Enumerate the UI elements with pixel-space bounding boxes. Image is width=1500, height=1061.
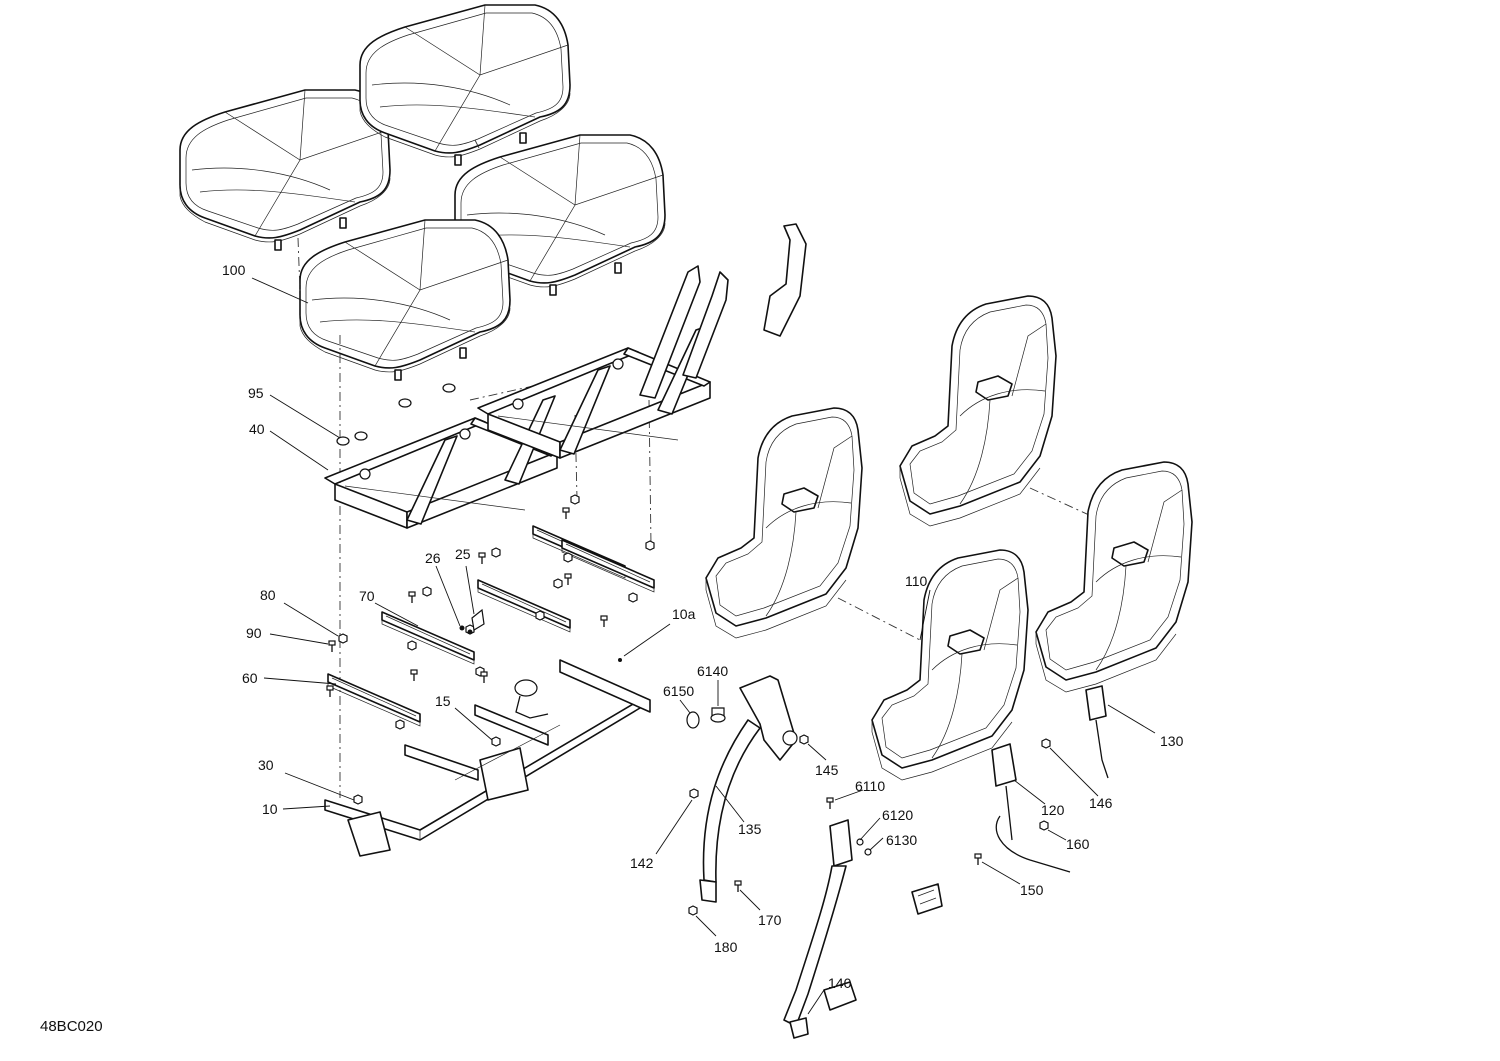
slider-rail-right-outer: [477, 579, 571, 633]
seat-base-frame: [324, 659, 651, 857]
callout-60: 60: [242, 670, 258, 686]
callout-labels: 100 95 40 26 25 80 70 90 60 15 30 10 10a…: [222, 262, 1184, 991]
diagram-code: 48BC020: [40, 1018, 103, 1035]
callout-180: 180: [714, 939, 738, 955]
backrest-bracket-a: [639, 265, 701, 399]
bucket-seat-rear-left: [705, 407, 863, 639]
callout-95: 95: [248, 385, 264, 401]
buckle-130: [1085, 685, 1109, 779]
slider-rail-left-outer: [327, 673, 421, 727]
callout-90: 90: [246, 625, 262, 641]
seat-belt-140: [783, 819, 857, 1039]
callout-30: 30: [258, 757, 274, 773]
bolt-145: [799, 734, 809, 745]
callout-6110: 6110: [855, 778, 885, 794]
seat-belt-135: [699, 675, 798, 903]
nut-160: [1039, 820, 1049, 831]
clip-10a: [618, 658, 622, 662]
callout-135: 135: [738, 821, 762, 837]
callout-146: 146: [1089, 795, 1113, 811]
callout-10a: 10a: [672, 606, 696, 622]
nut-146: [1041, 738, 1051, 749]
callout-6130: 6130: [886, 832, 917, 848]
callout-6140: 6140: [697, 663, 728, 679]
callout-40: 40: [249, 421, 265, 437]
callout-170: 170: [758, 912, 782, 928]
callout-120: 120: [1041, 802, 1065, 818]
seat-sensor-15: [514, 679, 549, 719]
callout-100: 100: [222, 262, 246, 278]
callout-142: 142: [630, 855, 654, 871]
backrest-bracket-c: [763, 223, 807, 337]
clip-26: [459, 625, 473, 635]
callout-26: 26: [425, 550, 441, 566]
bucket-seat-rear-right: [899, 295, 1057, 527]
connector-plate: [911, 883, 943, 915]
callout-25: 25: [455, 546, 471, 562]
callout-160: 160: [1066, 836, 1090, 852]
bumper-95-c: [442, 383, 456, 393]
bucket-seat-front-right: [1035, 461, 1193, 693]
nut-180: [688, 905, 698, 916]
callout-6120: 6120: [882, 807, 913, 823]
callout-70: 70: [359, 588, 375, 604]
callout-150: 150: [1020, 882, 1044, 898]
clip-25: [471, 608, 485, 631]
seat-cushion-rear-left: [179, 89, 391, 251]
callout-110: 110: [905, 573, 928, 589]
callout-15: 15: [435, 693, 451, 709]
bumper-95-b: [398, 398, 412, 408]
bolt-150: [974, 853, 982, 866]
seat-cushion-front-left: [299, 219, 511, 381]
callout-145: 145: [815, 762, 839, 778]
nut-6130: [864, 848, 872, 856]
bolt-6110: [826, 797, 834, 810]
bumper-95-d: [354, 431, 368, 441]
callout-10: 10: [262, 801, 278, 817]
washer-6120: [856, 838, 864, 846]
washer-6150: [686, 711, 700, 729]
seat-cushion-rear-right: [359, 4, 571, 166]
slider-rail-right-top: [561, 539, 655, 593]
callout-80: 80: [260, 587, 276, 603]
bolt-142: [689, 788, 699, 799]
shoulder-bolt-6140: [710, 707, 726, 723]
slider-rail-left-inner: [381, 611, 475, 665]
leader-lines: [251, 277, 1156, 1015]
callout-140: 140: [828, 975, 852, 991]
seat-frame-left: [324, 395, 558, 529]
bumper-95-a: [336, 436, 350, 446]
backrest-bracket-b: [682, 271, 729, 379]
callout-6150: 6150: [663, 683, 694, 699]
buckle-120: [991, 743, 1071, 873]
callout-130: 130: [1160, 733, 1184, 749]
